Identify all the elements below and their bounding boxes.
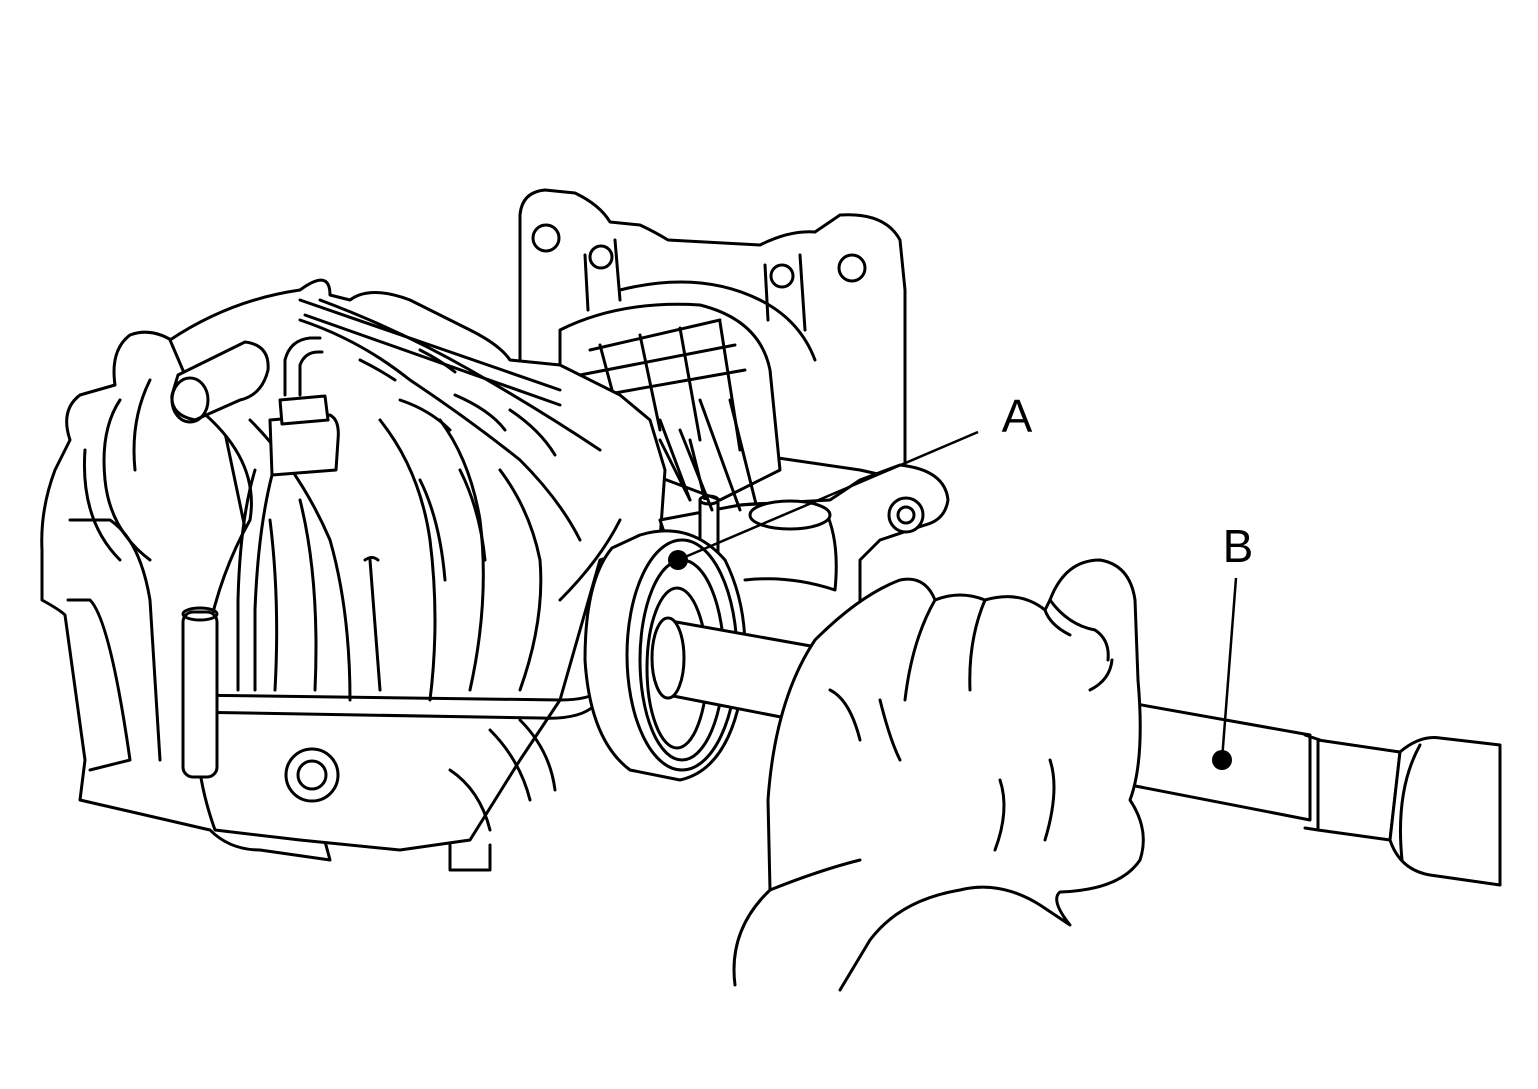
- callout-a-leader: [677, 430, 979, 562]
- callout-b: B: [1212, 520, 1253, 770]
- technician-hand: [732, 558, 1145, 992]
- callout-a: A: [668, 390, 1033, 570]
- callout-a-marker: [668, 550, 688, 570]
- speed-sensor: [268, 336, 340, 477]
- callout-b-label: B: [1223, 520, 1254, 572]
- callout-b-leader: [1220, 577, 1238, 761]
- callout-b-marker: [1212, 750, 1232, 770]
- callout-a-label: A: [1002, 390, 1033, 442]
- vent-cylinder: [170, 340, 270, 424]
